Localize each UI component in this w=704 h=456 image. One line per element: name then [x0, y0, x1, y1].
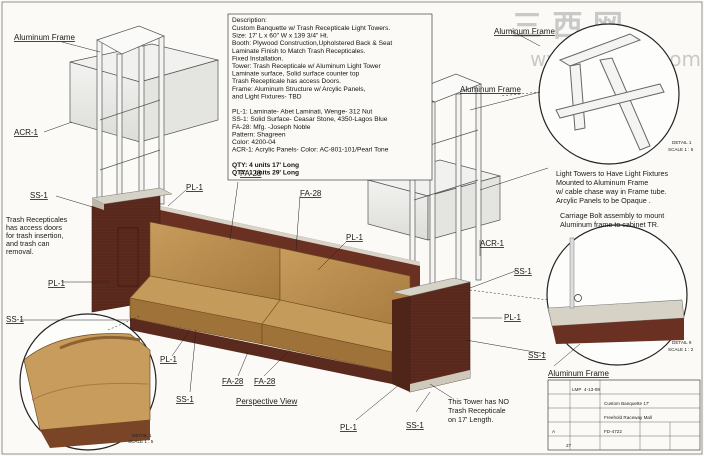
- description-line: Tower: Trash Recepticale w/ Aluminum Lig…: [232, 63, 381, 70]
- note-trash: Trash Recepticales has access doors for …: [6, 215, 68, 256]
- description-box: Description: Custom Banquette w/ Trash R…: [227, 13, 433, 181]
- label-fa28-a: FA-28: [240, 169, 262, 178]
- label-acr1-right: ACR-1: [480, 239, 505, 248]
- svg-text:and trash can: and trash can: [6, 239, 50, 248]
- detail-bottom-title: DETAIL 1: [132, 433, 152, 438]
- svg-text:has access doors: has access doors: [6, 223, 62, 232]
- svg-text:Light Towers to Have Light Fix: Light Towers to Have Light Fixtures: [556, 169, 669, 178]
- detail-circle-bottom: DETAIL 1 SCALE 1 : 5: [19, 313, 157, 451]
- label-pl1-seat: PL-1: [160, 355, 177, 364]
- label-pl1-left: PL-1: [48, 279, 65, 288]
- tb-sheet: 27: [566, 443, 572, 448]
- detail-circle-top: DETAIL 1 SCALE 1 : 5: [538, 23, 694, 165]
- svg-text:Trash Recepticale: Trash Recepticale: [448, 406, 506, 415]
- svg-text:Aluminum frame to cabinet TR.: Aluminum frame to cabinet TR.: [560, 220, 659, 229]
- description-line: Trash Recepticale has access Doors.: [232, 78, 341, 85]
- description-line: ACR-1: Acrylic Panels- Color: AC-801-101…: [232, 147, 389, 154]
- label-fa28-d: FA-28: [254, 377, 276, 386]
- label-ss1-right: SS-1: [514, 267, 532, 276]
- description-line: Color: 4200-04: [232, 139, 276, 146]
- label-ss1-left: SS-1: [30, 191, 48, 200]
- note-light: Light Towers to Have Light Fixtures Moun…: [555, 169, 669, 205]
- tb-dwgno: FD-4722: [604, 429, 622, 434]
- label-aluminum-frame-bottom: Aluminum Frame: [548, 369, 609, 378]
- banquette-seat: [129, 221, 411, 384]
- svg-text:on 17' Length.: on 17' Length.: [448, 415, 493, 424]
- description-line: Booth: Plywood Construction,Upholstered …: [232, 40, 392, 47]
- detail1-title: DETAIL 1: [672, 140, 692, 145]
- description-line: FA-28: Mfg. -Joseph Noble: [232, 124, 311, 131]
- label-pl1-mid: PL-1: [346, 233, 363, 242]
- left-light-tower: [69, 25, 220, 215]
- tb-size: A: [552, 429, 556, 434]
- svg-text:Carriage Bolt assembly to moun: Carriage Bolt assembly to mount: [560, 211, 664, 220]
- label-aluminum-frame-left: Aluminum Frame: [14, 33, 75, 42]
- description-line: Frame: Aluminum Structure w/ Arcylic Pan…: [232, 86, 366, 93]
- description-line: Size: 17' L x 60" W x 139 3/4" Ht.: [232, 33, 329, 40]
- label-aluminum-frame-right: Aluminum Frame: [460, 85, 521, 94]
- description-line: Laminate surface, Solid surface counter …: [232, 71, 360, 78]
- trash-access-door: [117, 227, 139, 287]
- label-pl1-bottom: PL-1: [340, 423, 357, 432]
- description-line: QTY: 4 units 17' Long: [232, 162, 299, 169]
- detail9-scale: SCALE 1 : 2: [668, 347, 694, 352]
- label-perspective-view: Perspective View: [236, 397, 297, 406]
- carriage-bolt: [574, 294, 582, 302]
- description-line: Fixed Installation.: [232, 55, 283, 62]
- svg-text:Arcylic Panels to be Opaque .: Arcylic Panels to be Opaque .: [556, 196, 651, 205]
- label-ss1-front: SS-1: [176, 395, 194, 404]
- svg-text:w/ cable chase way in Frame tu: w/ cable chase way in Frame tube.: [555, 187, 667, 196]
- detail-circle-mid: DETAIL 9 SCALE 1 : 2: [546, 224, 694, 366]
- description-line: QTY: 1 units 29' Long: [232, 169, 299, 176]
- label-fa28-b: FA-28: [300, 189, 322, 198]
- right-light-tower: [366, 73, 502, 293]
- right-trash-cabinet: [391, 277, 471, 393]
- description-line: Custom Banquette w/ Trash Recepticale Li…: [232, 25, 390, 32]
- description-line: PL-1: Laminate- Abet Laminati, Wenge- 31…: [232, 109, 372, 116]
- description-line: Pattern: Shagreen: [232, 131, 286, 138]
- tb-drawn: LMP: [572, 387, 581, 392]
- label-aluminum-frame-top: Aluminum Frame: [494, 27, 555, 36]
- label-ss1-detail: SS-1: [528, 351, 546, 360]
- svg-text:removal.: removal.: [6, 247, 34, 256]
- label-pl1-top: PL-1: [186, 183, 203, 192]
- tb-name: Custom Banquette 17': [604, 401, 649, 406]
- description-line: Laminate Finish to Match Trash Receptica…: [232, 48, 366, 55]
- description-line: and Light Fixtures- TBD: [232, 93, 302, 100]
- detail-bottom-scale: SCALE 1 : 5: [128, 439, 154, 444]
- svg-text:Trash Recepticales: Trash Recepticales: [6, 215, 68, 224]
- description-lines: Custom Banquette w/ Trash Recepticale Li…: [232, 25, 392, 176]
- label-fa28-c: FA-28: [222, 377, 244, 386]
- svg-text:Mounted to Aluminum Frame: Mounted to Aluminum Frame: [556, 178, 648, 187]
- label-acr1-left: ACR-1: [14, 128, 39, 137]
- material-labels: Aluminum Frame ACR-1 SS-1 PL-1 FA-28 FA-…: [6, 27, 609, 432]
- tb-date: 4-13-09: [584, 387, 600, 392]
- svg-text:for trash insertion,: for trash insertion,: [6, 231, 64, 240]
- label-ss1-left-low: SS-1: [6, 315, 24, 324]
- label-pl1-right: PL-1: [504, 313, 521, 322]
- svg-text:This Tower has NO: This Tower has NO: [448, 397, 509, 406]
- label-ss1-bottom: SS-1: [406, 421, 424, 430]
- detail1-scale: SCALE 1 : 5: [668, 147, 694, 152]
- title-block: LMP 4-13-09 Custom Banquette 17' Freehol…: [547, 379, 701, 451]
- description-line: SS-1: Solid Surface- Ceasar Stone, 4350-…: [232, 116, 388, 123]
- description-heading: Description:: [232, 17, 267, 24]
- leader-lines: [20, 29, 581, 421]
- tb-project: Freehold Raceway Mall: [604, 415, 652, 420]
- note-bolt: Carriage Bolt assembly to mount Aluminum…: [560, 211, 664, 229]
- note-no-tower: This Tower has NO Trash Recepticale on 1…: [448, 397, 509, 424]
- detail9-title: DETAIL 9: [672, 340, 692, 345]
